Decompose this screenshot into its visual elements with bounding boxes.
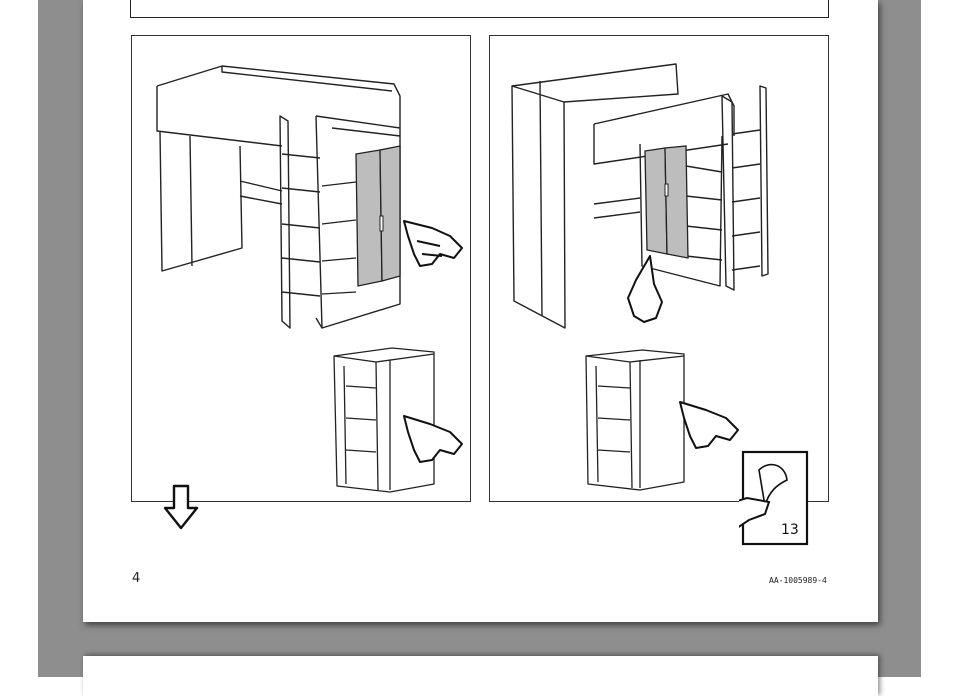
next-document-page	[83, 656, 878, 696]
assembly-panel-left	[131, 35, 471, 502]
document-page: 13 4 AA-1005989-4	[83, 0, 878, 622]
arrow-down-icon	[163, 484, 199, 530]
loft-bed-illustration-left	[156, 65, 463, 493]
previous-panel-frame	[130, 0, 829, 18]
loft-bed-illustration-right	[511, 63, 769, 491]
assembly-panel-right	[489, 35, 829, 502]
document-code: AA-1005989-4	[769, 576, 827, 585]
next-step-number: 13	[781, 522, 799, 538]
page-number: 4	[132, 571, 141, 586]
